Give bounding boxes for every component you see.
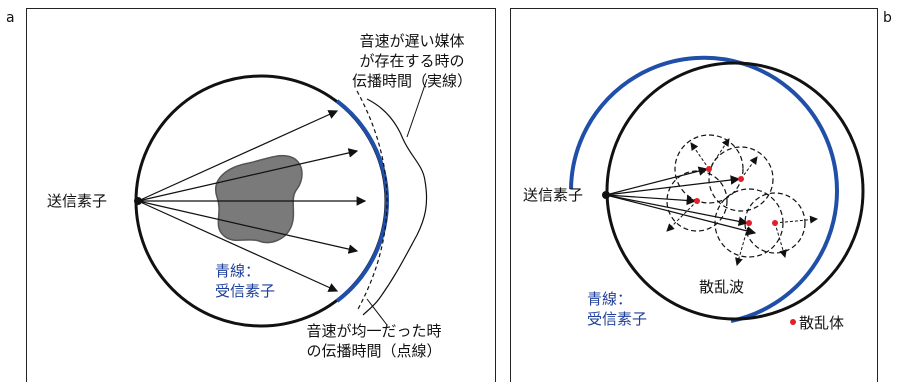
scattered-wave-group <box>666 134 806 258</box>
panel-a-letter: a <box>6 10 15 26</box>
ray <box>605 166 709 196</box>
scatterer <box>746 220 752 226</box>
panel-b: 送信素子 散乱波 青線： 受信素子 散乱体 <box>510 8 878 382</box>
panel-b-letter: b <box>883 10 892 26</box>
scatter-arrow <box>774 222 787 258</box>
slow-medium-label: 音速が遅い媒体 が存在する時の 伝播時間（実線） <box>337 31 487 91</box>
receiver-label-line: 青線： <box>587 290 633 308</box>
receiver-label-a: 青線： 受信素子 <box>215 261 275 301</box>
receiver-ring <box>569 55 839 323</box>
scatter-arrow <box>690 142 710 170</box>
transmitter-dot <box>134 197 142 205</box>
scatterer <box>738 176 744 182</box>
slow-medium-blob <box>215 154 303 244</box>
leader-line-bottom <box>366 298 388 326</box>
ray <box>605 175 741 196</box>
scattered-wave <box>666 170 728 232</box>
scatter-arrow <box>740 156 758 180</box>
uniform-time-label-line: 音速が均一だった時 <box>306 322 442 340</box>
panel-a-diagram <box>134 74 428 328</box>
scatterer-legend-dot <box>790 319 796 325</box>
ray <box>605 194 749 227</box>
ray <box>137 148 359 202</box>
scatter-arrow <box>708 138 730 170</box>
ray <box>137 200 359 254</box>
ray <box>605 194 757 236</box>
receiver-label-line: 青線： <box>215 262 261 280</box>
transmitter-dot-b <box>602 191 610 199</box>
slow-medium-label-line: が存在する時の <box>359 52 465 70</box>
slow-medium-label-line: 音速が遅い媒体 <box>359 32 465 50</box>
scatter-arrow <box>774 215 818 224</box>
ray-group <box>137 110 367 292</box>
scatter-arrow <box>666 200 698 232</box>
scatterer <box>706 166 712 172</box>
ray <box>137 200 339 292</box>
transmitter-label-b: 送信素子 <box>523 186 584 204</box>
scatterer <box>772 220 778 226</box>
medium-circle-b <box>605 61 865 321</box>
receiver-label-b: 青線： 受信素子 <box>587 289 647 329</box>
scattered-wave <box>744 192 806 254</box>
scattered-wave <box>674 134 744 204</box>
ray <box>605 194 697 206</box>
transmitter-label-a: 送信素子 <box>47 192 108 210</box>
scattered-wave <box>708 146 774 212</box>
leader-line-top <box>406 78 428 138</box>
panel-a: 送信素子 音速が遅い媒体 が存在する時の 伝播時間（実線） 青線： 受信素子 音… <box>26 8 496 382</box>
scatterer <box>694 198 700 204</box>
receiver-label-line: 受信素子 <box>587 310 648 328</box>
panel-b-diagram <box>569 55 865 325</box>
ray <box>137 110 339 202</box>
uniform-time-label-line: の伝播時間（点線） <box>306 342 442 360</box>
slow-medium-time-curve <box>362 98 428 316</box>
scatterer-label: 散乱体 <box>799 314 845 332</box>
uniform-time-label: 音速が均一だった時 の伝播時間（点線） <box>289 321 459 361</box>
uniform-time-dashed-curve <box>356 90 388 312</box>
scatterer-group <box>694 166 796 325</box>
slow-medium-label-line: 伝播時間（実線） <box>351 72 472 90</box>
receiver-label-line: 受信素子 <box>215 282 276 300</box>
ray-group-b <box>605 166 757 236</box>
scattered-wave-label: 散乱波 <box>699 278 745 296</box>
